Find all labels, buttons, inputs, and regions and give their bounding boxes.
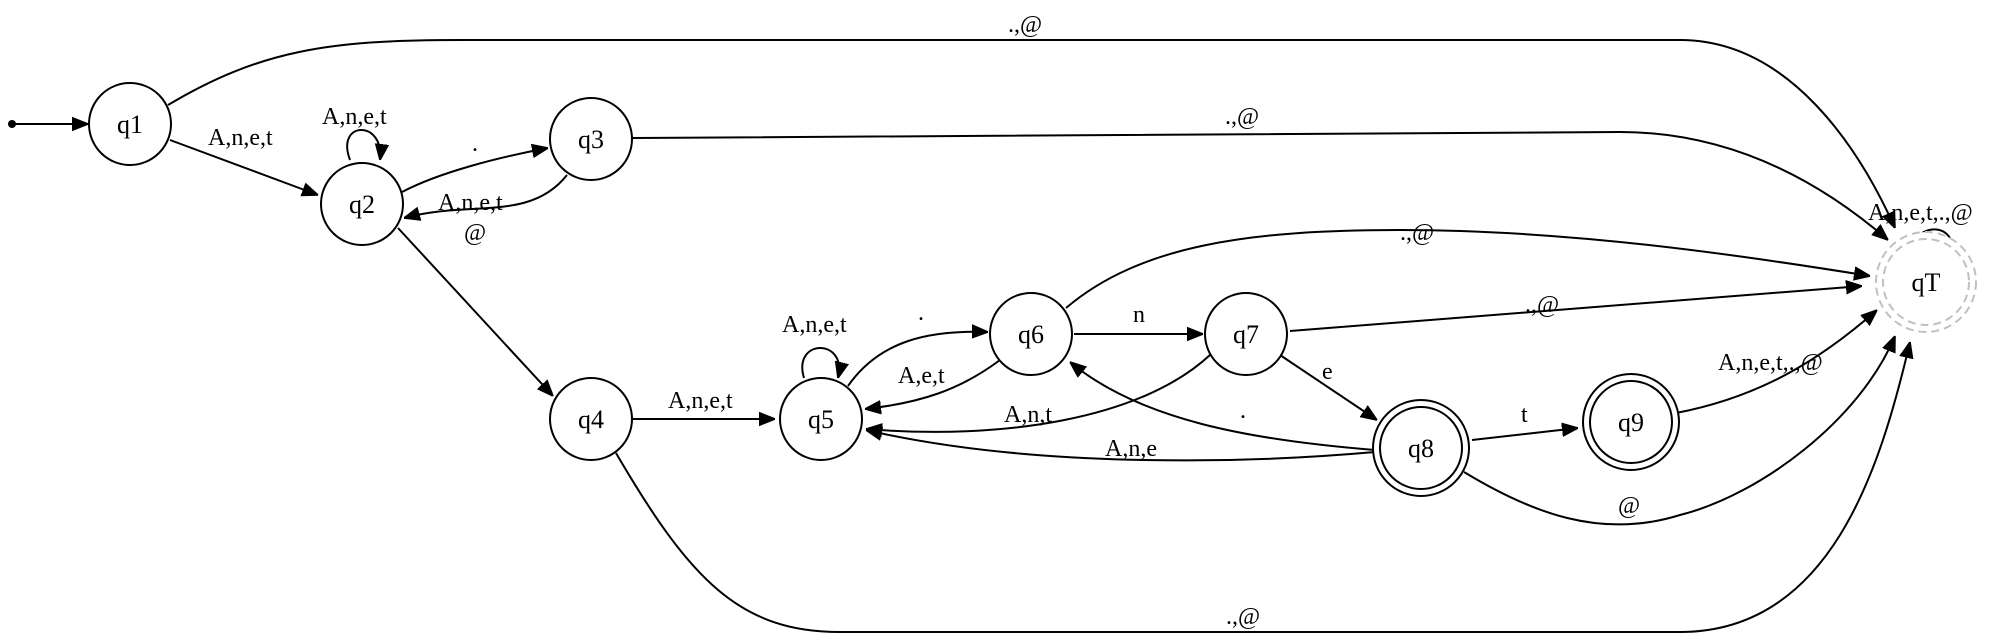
edge-label-q6-qT: .,@ bbox=[1400, 220, 1434, 246]
edge-label-qT-self: A,n,e,t,.,@ bbox=[1868, 200, 1973, 226]
state-label: q3 bbox=[578, 125, 604, 154]
state-q1: q1 bbox=[88, 82, 172, 166]
state-q4: q4 bbox=[549, 377, 633, 461]
start-dot bbox=[8, 120, 16, 128]
state-q8: q8 bbox=[1372, 399, 1470, 497]
state-label: q7 bbox=[1233, 320, 1259, 349]
state-label: qT bbox=[1912, 268, 1941, 297]
state-q5: q5 bbox=[779, 377, 863, 461]
edge-q5-self bbox=[801, 347, 839, 378]
edge-label-q2-q3: . bbox=[472, 131, 478, 157]
state-label: q6 bbox=[1018, 320, 1044, 349]
edge-q7-q8 bbox=[1279, 354, 1377, 420]
edge-q8-q5 bbox=[866, 430, 1376, 462]
edge-label-q8-q5: A,n,e bbox=[1105, 436, 1157, 462]
state-q9: q9 bbox=[1582, 373, 1680, 471]
edge-label-q9-qT: A,n,e,t,.,@ bbox=[1718, 350, 1823, 376]
edge-q1-qT bbox=[167, 39, 1896, 228]
edge-label-q4-qT: .,@ bbox=[1226, 604, 1260, 630]
state-q2: q2 bbox=[320, 162, 404, 246]
state-qT: qT bbox=[1875, 231, 1977, 333]
edge-q7-q5 bbox=[866, 354, 1211, 432]
state-label: q9 bbox=[1618, 408, 1644, 437]
state-label: q1 bbox=[117, 110, 143, 139]
state-label: q8 bbox=[1408, 434, 1434, 463]
edge-label-q7-q5: A,n,t bbox=[1004, 402, 1052, 428]
edge-q3-qT bbox=[631, 130, 1888, 240]
edge-label-q1-q2: A,n,e,t bbox=[208, 125, 273, 151]
edge-label-q5-q6: . bbox=[918, 300, 924, 326]
edge-label-q1-qT: .,@ bbox=[1008, 12, 1042, 38]
state-label: q4 bbox=[578, 405, 604, 434]
edge-q8-qT bbox=[1463, 336, 1896, 526]
edge-label-q2-self: A,n,e,t bbox=[322, 104, 387, 130]
state-label: q2 bbox=[349, 190, 375, 219]
edge-label-q8-q6: . bbox=[1240, 398, 1246, 424]
edge-label-q7-qT: .,@ bbox=[1525, 292, 1559, 318]
edge-q3-q2 bbox=[404, 174, 568, 218]
edge-q1-q2 bbox=[169, 139, 318, 195]
edge-q2-q3 bbox=[401, 148, 548, 193]
edge-label-q3-qT: .,@ bbox=[1225, 104, 1259, 130]
state-q3: q3 bbox=[549, 97, 633, 181]
edge-q5-q6 bbox=[847, 332, 988, 387]
edge-q8-q6 bbox=[1070, 362, 1376, 451]
edge-label-q8-qT: @ bbox=[1618, 493, 1640, 519]
edge-q2-self bbox=[346, 129, 380, 160]
edge-q6-qT bbox=[1065, 228, 1870, 309]
edge-q7-qT bbox=[1289, 286, 1862, 332]
edge-q4-qT bbox=[615, 342, 1910, 633]
edge-q9-qT bbox=[1675, 310, 1877, 414]
edge-label-q3-q2: A,n,e,t bbox=[438, 190, 503, 216]
edge-label-q4-q5: A,n,e,t bbox=[668, 388, 733, 414]
edge-label-q6-q5: A,e,t bbox=[898, 363, 945, 389]
edge-label-q5-self: A,n,e,t bbox=[782, 312, 847, 338]
edge-label-q8-q9: t bbox=[1521, 402, 1528, 428]
edge-label-q2-q4: @ bbox=[464, 220, 486, 246]
edge-q2-q4 bbox=[397, 227, 553, 396]
state-q6: q6 bbox=[989, 292, 1073, 376]
edge-label-q7-q8: e bbox=[1322, 359, 1333, 385]
edge-q6-q5 bbox=[865, 359, 1001, 409]
state-q7: q7 bbox=[1204, 292, 1288, 376]
edge-label-q6-q7: n bbox=[1133, 302, 1145, 328]
edge-q8-q9 bbox=[1471, 428, 1578, 441]
state-label: q5 bbox=[808, 405, 834, 434]
